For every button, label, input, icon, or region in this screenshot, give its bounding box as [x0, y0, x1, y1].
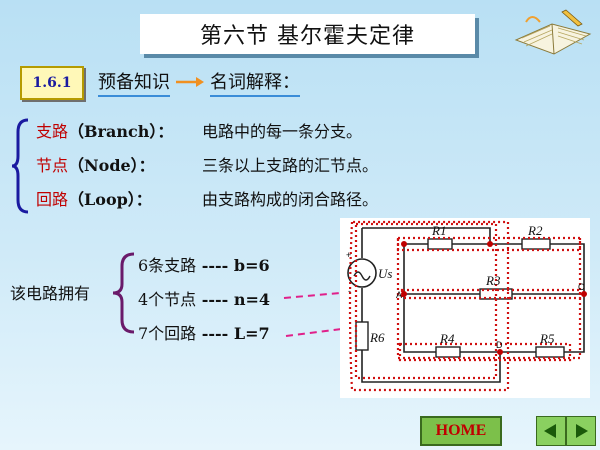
section-number-badge: 1.6.1	[20, 66, 84, 100]
label-minus: -	[348, 286, 351, 296]
circuit-diagram: R1 R2 R3 R4 R5 R6 Us + - A C D	[340, 218, 590, 398]
label-r4: R4	[439, 331, 455, 346]
definition-node: 节点（Node）：	[36, 152, 155, 176]
summary-item-formula: ---- n=4	[196, 290, 271, 309]
section-number: 1.6.1	[32, 75, 72, 91]
home-button[interactable]: HOME	[420, 416, 502, 446]
page-title: 第六节 基尔霍夫定律	[200, 24, 415, 49]
summary-item-branches: 6条支路 ---- b=6	[138, 252, 270, 276]
node-dot	[401, 241, 407, 247]
node-dot	[487, 241, 493, 247]
label-r3: R3	[485, 273, 501, 288]
definition-text: 由支路构成的闭合路径。	[202, 190, 379, 209]
circuit-svg: R1 R2 R3 R4 R5 R6 Us + - A C D	[346, 220, 587, 392]
previous-button[interactable]	[536, 416, 566, 446]
summary-item-loops: 7个回路 ---- L=7	[138, 320, 270, 344]
node-dot	[497, 349, 503, 355]
label-r6: R6	[369, 330, 385, 345]
summary-item-formula: ---- L=7	[196, 324, 270, 343]
definition-english: （Loop）：	[68, 190, 152, 209]
label-r2: R2	[527, 223, 543, 238]
label-node-a: A	[396, 290, 402, 300]
summary-item-cn: 7个回路	[138, 324, 197, 343]
summary-item-nodes: 4个节点 ---- n=4	[138, 286, 270, 310]
arrow-right-nav-icon	[576, 424, 588, 438]
node-dot	[401, 291, 407, 297]
summary-lead: 该电路拥有	[10, 284, 91, 303]
heading-right: 名词解释：	[210, 68, 300, 97]
book-icon	[514, 9, 592, 55]
definition-term: 支路	[36, 122, 69, 141]
label-r1: R1	[431, 223, 446, 238]
arrow-left-icon	[544, 424, 556, 438]
summary-brace-icon	[112, 252, 135, 334]
definition-term: 回路	[36, 190, 69, 209]
summary-item-cn: 4个节点	[138, 290, 197, 309]
home-label: HOME	[435, 422, 487, 439]
label-us: Us	[378, 266, 392, 281]
resistor-r4	[435, 346, 461, 358]
definition-text: 电路中的每一条分支。	[202, 122, 363, 141]
definition-text: 三条以上支路的汇节点。	[202, 156, 379, 175]
next-button[interactable]	[566, 416, 596, 446]
resistor-r1	[427, 238, 453, 250]
node-dot	[581, 291, 587, 297]
heading-left: 预备知识	[98, 68, 170, 97]
definition-term: 节点	[36, 156, 69, 175]
label-node-c: C	[578, 282, 585, 292]
summary-item-formula: ---- b=6	[196, 256, 270, 275]
arrow-right-icon	[176, 77, 204, 87]
definition-english: （Node）：	[68, 156, 155, 175]
definition-loop: 回路（Loop）：	[36, 186, 152, 210]
node-pointer-arrow	[283, 287, 397, 299]
resistor-r2	[521, 238, 551, 250]
label-plus: +	[346, 250, 351, 260]
summary-item-cn: 6条支路	[138, 256, 197, 275]
definition-english: （Branch）：	[68, 122, 174, 141]
voltage-source	[347, 258, 377, 288]
resistor-r6	[355, 321, 369, 351]
label-r5: R5	[539, 331, 555, 346]
label-node-d: D	[496, 340, 503, 350]
definition-branch: 支路（Branch）：	[36, 118, 173, 142]
definitions-brace-icon	[11, 118, 29, 214]
section-heading: 预备知识 名词解释：	[98, 66, 300, 98]
resistor-r5	[535, 346, 565, 358]
title-box: 第六节 基尔霍夫定律	[140, 14, 475, 54]
